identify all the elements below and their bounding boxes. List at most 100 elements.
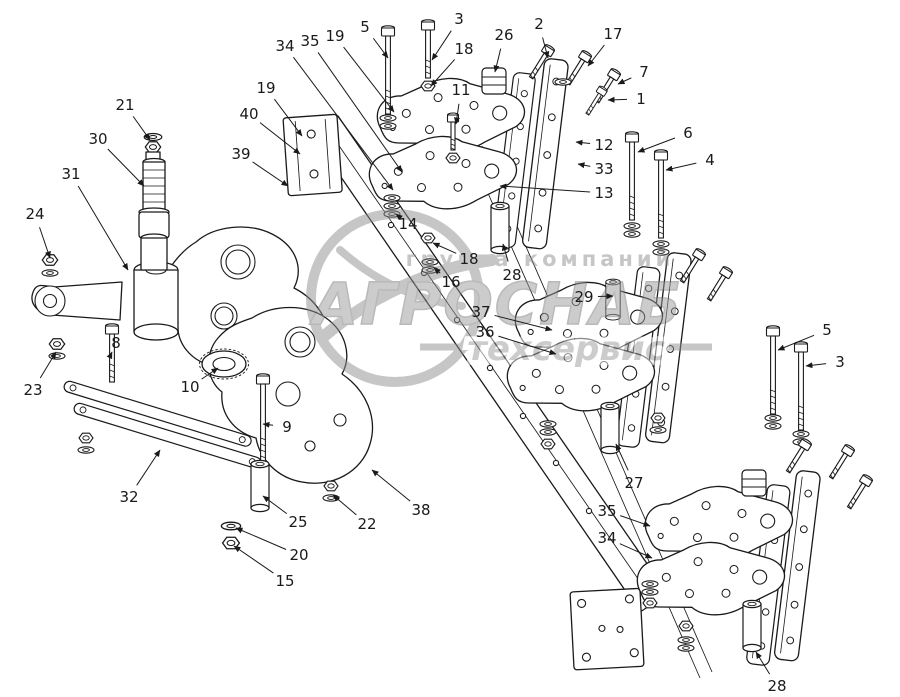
callout-label-41-27: 27 xyxy=(624,474,643,492)
callout-label-40-15: 15 xyxy=(275,572,294,590)
leader-line-29-37 xyxy=(494,314,553,332)
callout-label-5-18: 18 xyxy=(454,40,473,58)
watermark-text-bottom: техсервис xyxy=(467,329,665,369)
washer xyxy=(379,122,397,130)
callout-label-17-19: 19 xyxy=(256,79,275,97)
leader-line-31-23 xyxy=(39,351,57,379)
callout-label-19-39: 39 xyxy=(231,145,250,163)
hex-nut xyxy=(420,80,436,92)
leader-line-46-28 xyxy=(755,651,771,675)
leader-line-33-10 xyxy=(201,367,219,380)
callout-label-3-5: 5 xyxy=(360,18,370,36)
callout-label-31-23: 23 xyxy=(23,381,42,399)
callout-label-14-12: 12 xyxy=(594,136,613,154)
pivot-arm-assembly xyxy=(31,132,340,550)
leader-line-39-20 xyxy=(235,527,287,550)
callout-label-23-24: 24 xyxy=(25,205,44,223)
hex-nut xyxy=(48,338,66,350)
washer xyxy=(641,588,659,596)
threaded-adapter xyxy=(142,161,166,213)
washer xyxy=(383,202,401,210)
callout-label-29-37: 37 xyxy=(471,303,490,321)
watermark-text-top: группа компаний xyxy=(406,247,675,271)
callout-label-15-33: 33 xyxy=(594,160,613,178)
leader-line-37-22 xyxy=(332,494,357,516)
leader-line-4-3 xyxy=(431,30,452,61)
watermark-emblem-circle xyxy=(306,209,484,387)
leader-line-3-5 xyxy=(372,37,389,59)
callout-label-25-18: 18 xyxy=(459,250,478,268)
callout-label-13-11: 11 xyxy=(451,81,470,99)
callout-label-26-16: 16 xyxy=(441,273,460,291)
hex-nut xyxy=(144,141,162,153)
leader-line-32-8 xyxy=(106,351,113,360)
callout-label-28-29: 29 xyxy=(574,288,593,306)
hex-nut xyxy=(78,432,94,444)
callout-label-33-10: 10 xyxy=(180,378,199,396)
leader-line-8-17 xyxy=(587,44,605,67)
washer xyxy=(623,230,641,238)
callout-label-18-40: 40 xyxy=(239,105,258,123)
leader-line-2-19 xyxy=(343,46,395,113)
hex-nut xyxy=(323,480,339,492)
bushing xyxy=(140,237,168,271)
leader-line-27-28 xyxy=(501,243,509,262)
leader-line-22-31 xyxy=(77,185,129,271)
callout-label-35-32: 32 xyxy=(119,488,138,506)
hex-bolt xyxy=(765,325,781,415)
callout-label-20-21: 21 xyxy=(115,96,134,114)
leader-line-35-32 xyxy=(136,449,161,486)
callout-label-24-14: 14 xyxy=(398,215,417,233)
callout-label-21-30: 30 xyxy=(88,130,107,148)
leader-line-10-1 xyxy=(607,96,628,103)
rubber-buffer xyxy=(741,469,767,497)
callout-label-34-9: 9 xyxy=(282,418,292,436)
callout-label-38-38: 38 xyxy=(411,501,430,519)
washer xyxy=(623,222,641,230)
washer xyxy=(143,132,163,142)
callout-label-4-3: 3 xyxy=(454,10,464,28)
leader-line-7-2 xyxy=(542,37,550,59)
arm-hub-body xyxy=(133,269,179,333)
hex-bolt xyxy=(420,19,436,79)
leader-line-18-40 xyxy=(259,122,301,155)
leader-line-30-36 xyxy=(498,335,557,355)
beam-end-plate xyxy=(569,587,645,671)
washer xyxy=(41,269,59,277)
leader-line-24-14 xyxy=(395,213,403,221)
leader-line-42-5 xyxy=(777,334,815,351)
leader-line-14-12 xyxy=(575,139,591,146)
callout-label-9-7: 7 xyxy=(639,63,649,81)
beam-start-bracket xyxy=(282,113,343,197)
washer xyxy=(383,194,401,202)
callout-label-16-13: 13 xyxy=(594,184,613,202)
rubber-buffer xyxy=(481,67,507,95)
hex-bolt xyxy=(653,149,669,239)
hex-bolt xyxy=(825,442,856,482)
hex-bolt xyxy=(703,264,734,304)
hex-nut xyxy=(41,254,59,266)
callout-label-43-3: 3 xyxy=(835,353,845,371)
leader-line-13-11 xyxy=(453,103,460,125)
cylinder-spacer xyxy=(742,599,762,653)
hex-bolt xyxy=(624,131,640,221)
leader-line-26-16 xyxy=(433,267,441,275)
washer xyxy=(77,446,95,454)
washer xyxy=(677,644,695,652)
leader-line-38-38 xyxy=(371,469,411,502)
callout-label-0-34: 34 xyxy=(275,37,294,55)
callout-label-8-17: 17 xyxy=(603,25,622,43)
leader-line-21-30 xyxy=(107,148,145,187)
watermark-brand-text: АГРОСНАБ xyxy=(309,270,683,338)
callout-label-2-19: 19 xyxy=(325,27,344,45)
washer xyxy=(764,422,782,430)
washer xyxy=(641,580,659,588)
hex-bolt xyxy=(843,472,874,512)
leader-line-41-27 xyxy=(615,443,629,471)
leader-line-17-19 xyxy=(273,98,303,137)
leader-line-15-33 xyxy=(577,162,591,169)
watermark-emblem-leaf xyxy=(336,246,466,310)
